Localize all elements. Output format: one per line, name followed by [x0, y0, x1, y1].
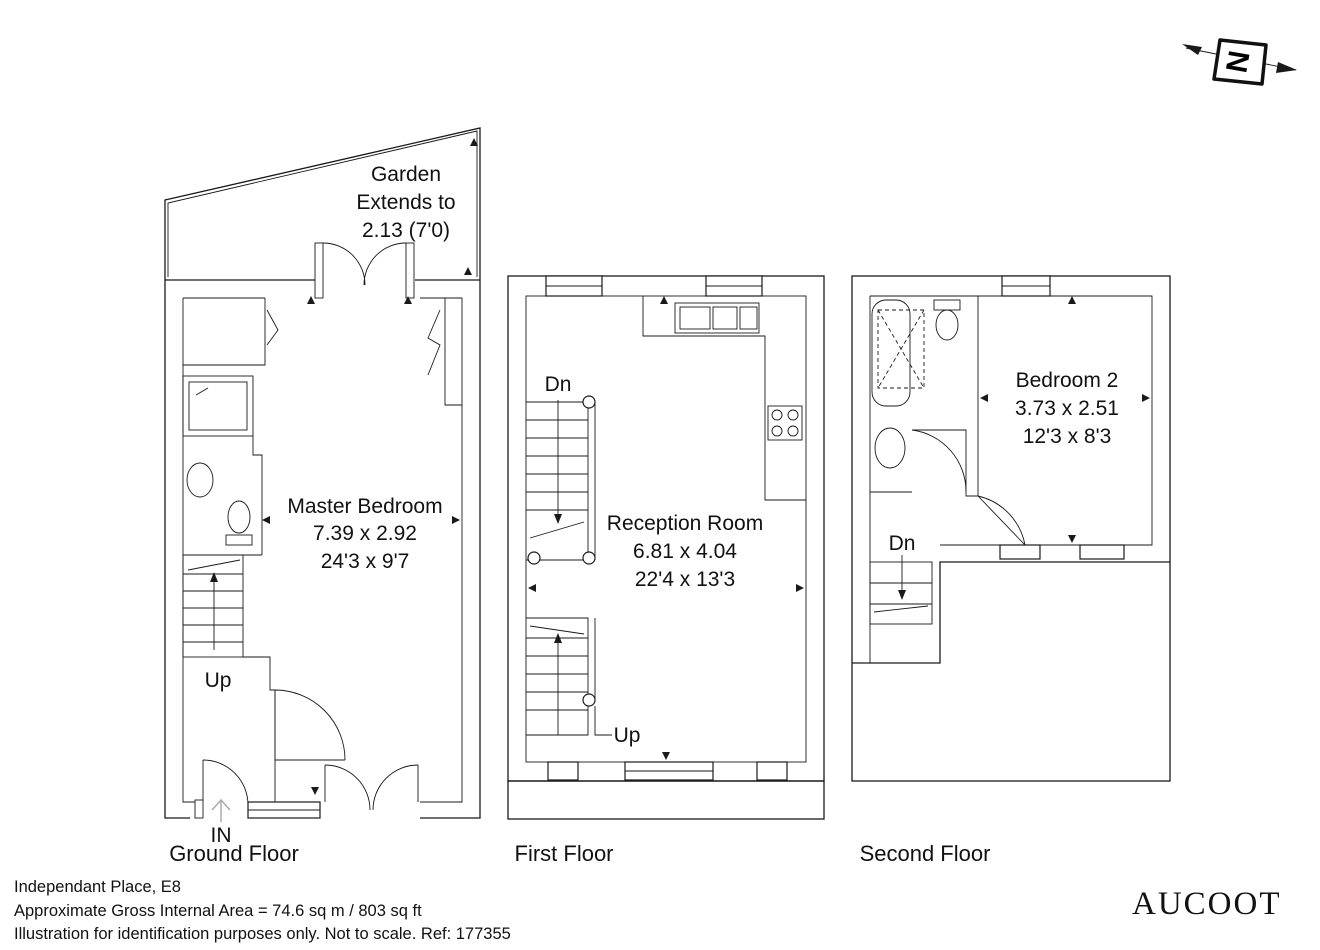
basin-icon-second — [874, 427, 906, 469]
master-bedroom-metric: 7.39 x 2.92 — [313, 522, 417, 545]
ground-stairs — [182, 554, 244, 658]
disclaimer-text: Illustration for identification purposes… — [14, 925, 511, 943]
bedroom2-metric: 3.73 x 2.51 — [1015, 397, 1119, 420]
first-stairs-down — [526, 395, 596, 565]
sink-icon — [674, 302, 760, 334]
hob-icon — [767, 405, 803, 441]
reception-room-name: Reception Room — [607, 512, 763, 535]
toilet-icon — [227, 500, 251, 534]
ground-floor-plan — [164, 127, 481, 822]
second-stairs — [869, 561, 933, 625]
garden-label: Garden — [371, 163, 441, 186]
reception-room-metric: 6.81 x 4.04 — [633, 540, 737, 563]
area-text: Approximate Gross Internal Area = 74.6 s… — [14, 902, 422, 920]
bedroom2-imperial: 12'3 x 8'3 — [1023, 425, 1112, 448]
first-floor-plan — [507, 275, 825, 820]
master-bedroom-imperial: 24'3 x 9'7 — [321, 550, 410, 573]
garden-dimension: 2.13 (7'0) — [362, 219, 450, 242]
toilet-icon-second — [935, 309, 959, 341]
address-text: Independant Place, E8 — [14, 878, 181, 896]
first-stairs-up-label: Up — [614, 724, 641, 747]
first-stairs-down-label: Dn — [545, 373, 572, 396]
second-stairs-label: Dn — [889, 532, 916, 555]
north-arrow-icon: N — [1182, 38, 1297, 86]
bath-icon — [871, 299, 911, 407]
ground-floor-label: Ground Floor — [169, 841, 299, 866]
entrance-label: IN — [211, 824, 232, 847]
bedroom2-name: Bedroom 2 — [1016, 369, 1119, 392]
second-floor-label: Second Floor — [860, 841, 991, 866]
reception-room-imperial: 22'4 x 13'3 — [635, 568, 735, 591]
ground-stairs-label: Up — [205, 669, 232, 692]
kitchen-counter — [642, 296, 806, 501]
second-floor-plan — [851, 275, 1171, 782]
master-bedroom-name: Master Bedroom — [287, 495, 442, 518]
shower-icon — [182, 375, 254, 437]
garden-boundary — [164, 127, 481, 280]
first-floor-balcony — [507, 780, 825, 820]
first-floor-label: First Floor — [515, 841, 614, 866]
brand-logo: AUCOOT — [1132, 886, 1282, 922]
basin-icon — [186, 462, 214, 498]
first-stairs-up — [526, 617, 596, 736]
garden-extends-label: Extends to — [356, 191, 455, 214]
